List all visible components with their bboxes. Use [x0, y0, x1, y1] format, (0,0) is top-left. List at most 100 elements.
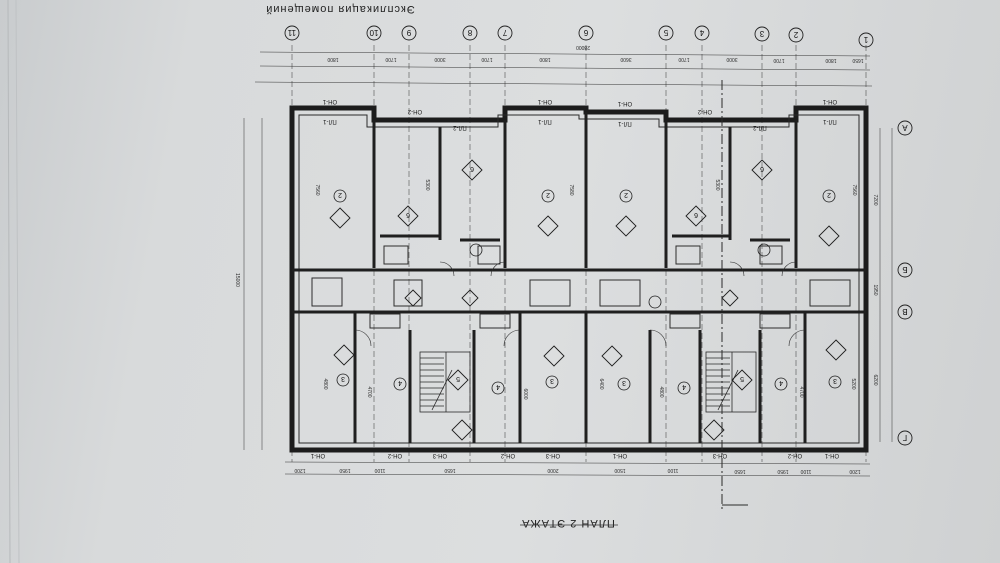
- top-dimension-lines: [254, 51, 873, 87]
- svg-text:5300: 5300: [424, 179, 430, 190]
- top-dimension-text: 28000 1800 1700 3000 1700 1800 3600 1700…: [327, 44, 863, 63]
- axis-bubble-labels: 11 10 9 8 7 6 5 4 3 2 1: [287, 28, 868, 44]
- svg-text:1100: 1100: [374, 467, 385, 473]
- svg-text:В: В: [902, 307, 907, 316]
- svg-text:4: 4: [779, 379, 783, 386]
- svg-text:1800: 1800: [825, 57, 836, 63]
- side-dimension-text: 15000 7200 1950 6200: [234, 194, 878, 385]
- svg-text:ОН-1: ОН-1: [322, 98, 337, 104]
- svg-text:2: 2: [546, 191, 550, 198]
- svg-text:28000: 28000: [576, 44, 590, 50]
- svg-text:3: 3: [622, 379, 626, 386]
- axis-bubbles-top: [284, 25, 874, 48]
- inner-wall-layer: [298, 114, 860, 444]
- svg-text:1500: 1500: [614, 467, 625, 473]
- svg-text:6: 6: [583, 28, 588, 37]
- svg-text:5: 5: [456, 375, 460, 382]
- interior-partitions: [292, 112, 866, 443]
- axis-bubble-labels-right: А Б В Г: [902, 123, 908, 442]
- svg-text:1: 1: [863, 35, 868, 44]
- svg-text:1950: 1950: [777, 468, 788, 474]
- svg-text:ПЛ-2: ПЛ-2: [453, 124, 467, 130]
- svg-text:6: 6: [406, 211, 410, 218]
- svg-text:5: 5: [740, 375, 744, 382]
- svg-text:4800: 4800: [658, 386, 664, 397]
- svg-text:ПЛ-1: ПЛ-1: [618, 120, 632, 126]
- svg-text:3: 3: [833, 377, 837, 384]
- svg-text:ОН-2: ОН-2: [407, 108, 422, 114]
- svg-text:3000: 3000: [434, 56, 445, 62]
- svg-text:1800: 1800: [327, 56, 338, 62]
- svg-text:3000: 3000: [726, 56, 737, 62]
- room-diamond-markers: [329, 159, 847, 441]
- svg-text:1650: 1650: [444, 467, 455, 473]
- outer-walls: [289, 105, 869, 453]
- svg-text:ОН-2: ОН-2: [697, 108, 712, 114]
- svg-text:7200: 7200: [872, 194, 878, 205]
- svg-text:1650: 1650: [852, 57, 863, 63]
- thin-partitions: [311, 245, 851, 329]
- plan-title: ПЛАН 2 ЭТАЖА: [521, 517, 615, 529]
- svg-text:1100: 1100: [667, 467, 678, 473]
- svg-text:ОН-1: ОН-1: [310, 452, 325, 458]
- svg-text:ПЛ-1: ПЛ-1: [538, 118, 552, 124]
- svg-text:ОН-1: ОН-1: [617, 100, 632, 106]
- svg-text:1200: 1200: [849, 468, 860, 474]
- svg-text:5300: 5300: [714, 179, 720, 190]
- svg-text:7: 7: [502, 28, 507, 37]
- svg-text:ОН-3: ОН-3: [432, 452, 447, 458]
- svg-text:1650: 1650: [734, 468, 745, 474]
- svg-text:9: 9: [406, 28, 411, 37]
- svg-text:4: 4: [398, 379, 402, 386]
- side-dimension-lines: [243, 118, 893, 450]
- svg-text:1700: 1700: [773, 57, 784, 63]
- svg-text:6: 6: [760, 165, 764, 172]
- svg-text:3: 3: [341, 375, 345, 382]
- svg-text:2: 2: [827, 191, 831, 198]
- svg-text:4700: 4700: [366, 386, 372, 397]
- svg-text:2000: 2000: [547, 467, 558, 473]
- svg-text:7580: 7580: [568, 184, 574, 195]
- svg-text:8: 8: [467, 28, 472, 37]
- svg-text:1700: 1700: [678, 56, 689, 62]
- svg-text:1700: 1700: [481, 56, 492, 62]
- svg-text:7560: 7560: [851, 184, 857, 195]
- svg-text:2: 2: [338, 191, 342, 198]
- stair-left: [419, 351, 471, 413]
- room-area-values: 7560 5300 7580 5300 7560 4700 4800 6000 …: [314, 179, 857, 399]
- svg-text:ОН-2: ОН-2: [500, 452, 515, 458]
- room-number-circles: [333, 189, 842, 395]
- stair-right: [705, 351, 757, 413]
- bottom-dimension-lines: [284, 461, 871, 477]
- svg-text:6: 6: [694, 211, 698, 218]
- svg-text:1950: 1950: [339, 467, 350, 473]
- svg-text:1100: 1100: [800, 468, 811, 474]
- section-cut-line: [721, 80, 748, 512]
- svg-text:6000: 6000: [522, 388, 528, 399]
- svg-text:ОН-2: ОН-2: [387, 452, 402, 458]
- svg-text:4800: 4800: [322, 378, 328, 389]
- svg-text:6200: 6200: [872, 374, 878, 385]
- svg-text:6400: 6400: [598, 378, 604, 389]
- bottom-dimension-text: 1200 1950 1100 1650 2000 1500 1100 1650 …: [294, 467, 860, 474]
- svg-text:ОН-1: ОН-1: [537, 98, 552, 104]
- svg-text:11: 11: [287, 28, 296, 37]
- svg-text:1950: 1950: [872, 284, 878, 295]
- door-swings: [354, 261, 806, 347]
- room-numbers: 2 6 6 2 2 6 6 2 3 4 5 4 3 3 4 5 4 3: [338, 165, 837, 390]
- svg-text:3600: 3600: [620, 56, 631, 62]
- svg-text:3: 3: [759, 29, 764, 38]
- svg-text:ОН-1: ОН-1: [612, 452, 627, 458]
- svg-text:ПЛ-1: ПЛ-1: [323, 118, 337, 124]
- svg-text:Г: Г: [902, 433, 907, 442]
- svg-text:3: 3: [550, 377, 554, 384]
- svg-text:ПЛ-2: ПЛ-2: [753, 124, 767, 130]
- svg-text:А: А: [902, 123, 908, 132]
- axis-bubbles-right: [897, 120, 913, 446]
- svg-text:4: 4: [699, 28, 704, 37]
- svg-text:10: 10: [369, 28, 378, 37]
- svg-text:7560: 7560: [314, 184, 320, 195]
- window-tags: ОН-1 ОН-2 ОН-1 ОН-1 ОН-2 ОН-1 ПЛ-1 ПЛ-1 …: [310, 98, 839, 458]
